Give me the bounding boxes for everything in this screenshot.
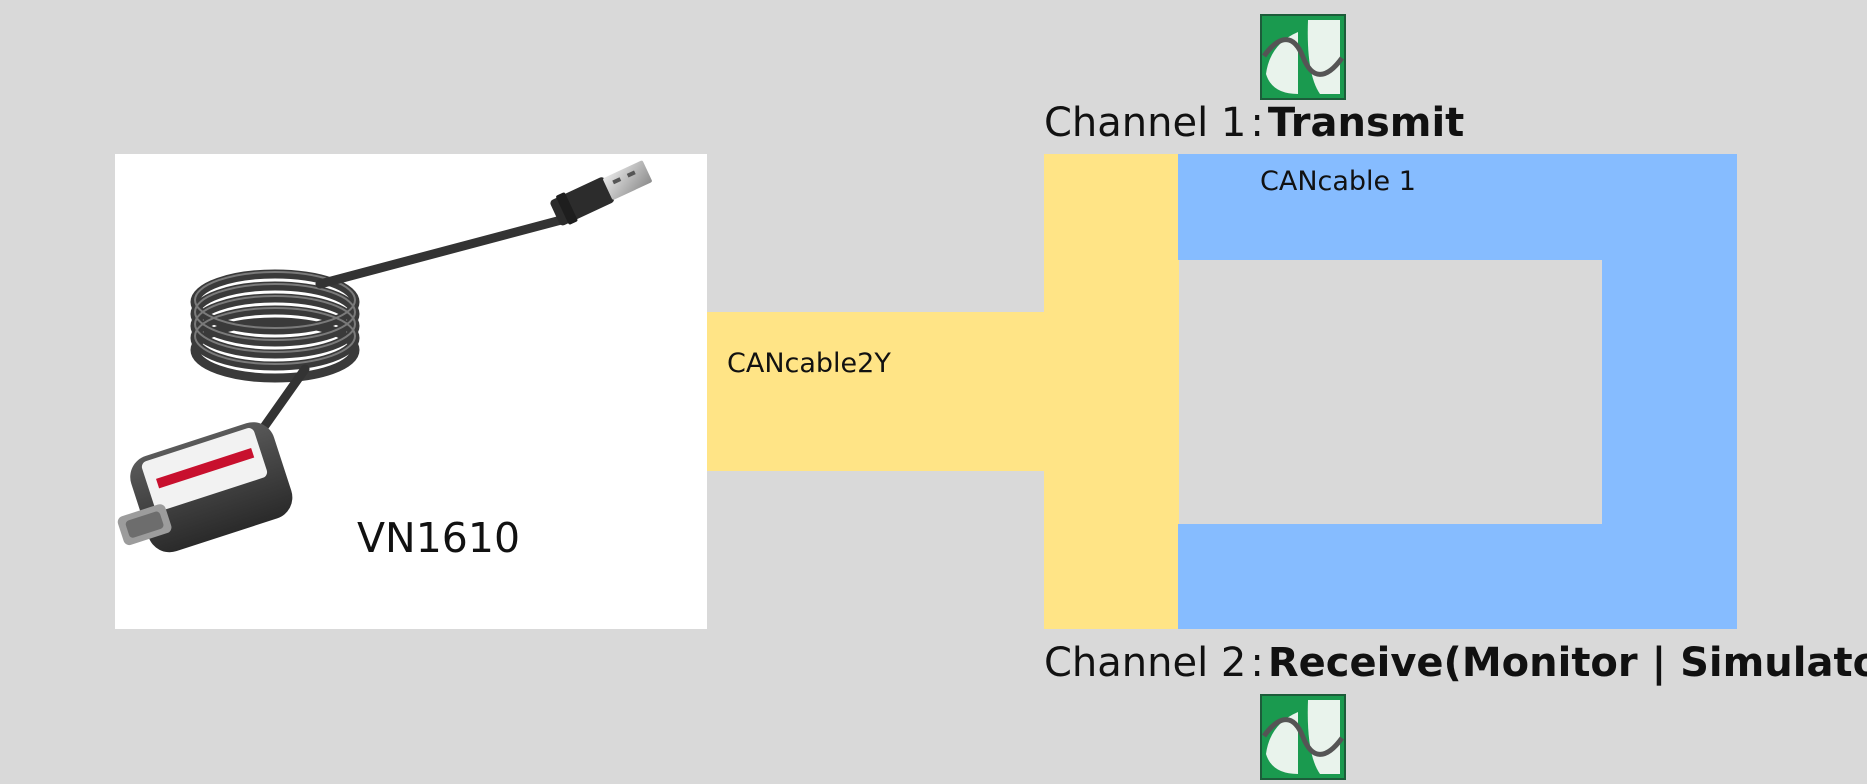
channel-1-prefix: Channel 1 bbox=[1044, 100, 1247, 146]
cancable2y-bar bbox=[1044, 154, 1179, 629]
device-panel bbox=[115, 154, 707, 629]
cancable1-label: CANcable 1 bbox=[1260, 166, 1416, 197]
cancable1-right-segment bbox=[1602, 259, 1737, 525]
device-label: VN1610 bbox=[357, 514, 521, 562]
channel-2-prefix: Channel 2 bbox=[1044, 640, 1247, 686]
cancable1-top-segment bbox=[1178, 154, 1737, 260]
channel-1-separator: : bbox=[1250, 100, 1264, 146]
cancable1-bottom-segment bbox=[1178, 524, 1737, 629]
can-node-icon bbox=[1260, 694, 1346, 780]
channel-2-role: Receive(Monitor | Simulator) bbox=[1267, 640, 1867, 686]
can-node-icon bbox=[1260, 14, 1346, 100]
channel-2-separator: : bbox=[1250, 640, 1264, 686]
cancable2y-label: CANcable2Y bbox=[727, 348, 891, 379]
channel-2-label: Channel 2:Receive(Monitor | Simulator) bbox=[1044, 637, 1867, 689]
cancable2y-stub bbox=[707, 312, 1045, 471]
channel-1-role: Transmit bbox=[1267, 100, 1465, 146]
channel-1-label: Channel 1:Transmit bbox=[1044, 97, 1464, 149]
usb-interface-device-icon bbox=[117, 160, 652, 553]
